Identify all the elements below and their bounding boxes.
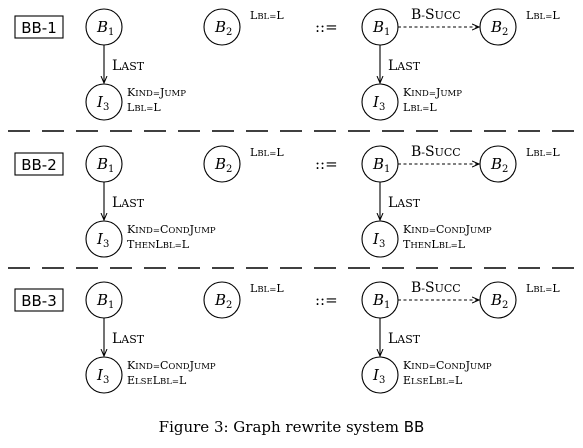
rhs-node-b2 [479, 8, 517, 46]
rhs-i3-attr-kind: KIND=CONDJUMP [403, 223, 492, 236]
rhs-b2-attr: LBL=L [526, 146, 560, 159]
rhs-b2-attr: LBL=L [526, 9, 560, 22]
lhs-b2-attr: LBL=L [250, 146, 284, 159]
lhs-node-i3 [85, 83, 123, 121]
rhs-last-label: LAST [388, 331, 421, 347]
lhs-node-b2 [203, 8, 241, 46]
rhs-bsucc-label: B-SUCC [411, 7, 461, 23]
rule-tag-box [14, 15, 64, 39]
rhs-node-b2 [479, 281, 517, 319]
rhs-i3-attr-kind: KIND=CONDJUMP [403, 359, 492, 372]
rhs-node-i3 [361, 356, 399, 394]
lhs-node-i3 [85, 356, 123, 394]
caption-system-name: BB [403, 418, 425, 436]
rhs-node-i3 [361, 83, 399, 121]
rewrite-operator: ::= [315, 155, 338, 173]
rhs-i3-attr-label: THENLBL=L [403, 238, 466, 251]
rule-tag-box [14, 152, 64, 176]
lhs-last-label: LAST [112, 195, 145, 211]
lhs-b2-attr: LBL=L [250, 282, 284, 295]
lhs-last-label: LAST [112, 58, 145, 74]
rhs-b2-attr: LBL=L [526, 282, 560, 295]
lhs-i3-attr-kind: KIND=JUMP [127, 86, 186, 99]
lhs-b2-attr: LBL=L [250, 9, 284, 22]
rhs-i3-attr-label: LBL=L [403, 101, 437, 114]
caption-prefix: Figure 3: Graph rewrite system [158, 418, 404, 436]
rule-tag-box [14, 288, 64, 312]
lhs-node-b2 [203, 281, 241, 319]
lhs-last-label: LAST [112, 331, 145, 347]
rhs-last-label: LAST [388, 58, 421, 74]
rewrite-operator: ::= [315, 291, 338, 309]
rhs-i3-attr-kind: KIND=JUMP [403, 86, 462, 99]
lhs-node-i3 [85, 220, 123, 258]
lhs-i3-attr-kind: KIND=CONDJUMP [127, 359, 216, 372]
figure-caption: Figure 3: Graph rewrite system BB [0, 418, 583, 436]
rewrite-operator: ::= [315, 18, 338, 36]
rule-tag: BB-1 [21, 19, 57, 37]
rhs-i3-attr-label: ELSELBL=L [403, 374, 463, 387]
rhs-node-i3 [361, 220, 399, 258]
rhs-bsucc-label: B-SUCC [411, 280, 461, 296]
lhs-i3-attr-label: LBL=L [127, 101, 161, 114]
lhs-i3-attr-kind: KIND=CONDJUMP [127, 223, 216, 236]
rule-tag: BB-2 [21, 156, 57, 174]
rhs-node-b2 [479, 145, 517, 183]
rhs-last-label: LAST [388, 195, 421, 211]
lhs-i3-attr-label: ELSELBL=L [127, 374, 187, 387]
rhs-bsucc-label: B-SUCC [411, 144, 461, 160]
lhs-i3-attr-label: THENLBL=L [127, 238, 190, 251]
lhs-node-b2 [203, 145, 241, 183]
rule-tag: BB-3 [21, 292, 57, 310]
